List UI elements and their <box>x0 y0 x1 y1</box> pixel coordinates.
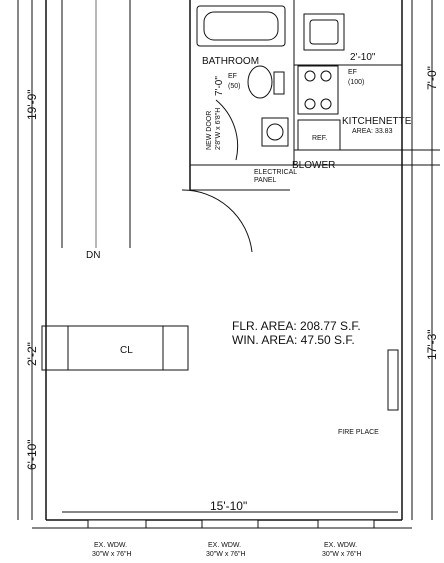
window-1-line2: 30"W x 76"H <box>92 551 132 558</box>
window-3-line2: 30"W x 76"H <box>322 551 362 558</box>
dim-bottom-width: 15'-10" <box>210 499 247 513</box>
dim-right-bottom: 17'-3" <box>425 329 439 360</box>
stair-dn-label: DN <box>86 250 100 261</box>
window-3-line1: EX. WDW. <box>324 542 357 549</box>
new-door-size: 2'8"W x 6'8"H <box>215 108 222 150</box>
closet-label: CL <box>120 345 133 356</box>
kitchen-width-dim: 2'-10" <box>350 52 376 63</box>
lavatory <box>261 117 289 147</box>
kitchenette-label: KITCHENETTE <box>342 116 412 127</box>
bathroom-label: BATHROOM <box>202 56 259 67</box>
ef-bath-val: (50) <box>228 83 240 90</box>
ref-label: REF. <box>312 135 327 142</box>
window-2 <box>201 519 259 529</box>
fire-place-label: FIRE PLACE <box>338 429 379 436</box>
stair <box>61 0 131 248</box>
closet <box>41 325 189 371</box>
window-2-line1: EX. WDW. <box>208 542 241 549</box>
window-3 <box>317 519 375 529</box>
dim-right-top: 7'-0" <box>425 66 439 90</box>
dim-left-mid: 2'-2" <box>25 342 39 366</box>
window-2-line2: 30"W x 76"H <box>206 551 246 558</box>
window-1 <box>87 519 147 529</box>
refrigerator <box>297 119 341 151</box>
door-swing-2 <box>181 189 253 253</box>
electrical-label: ELECTRICAL <box>254 169 297 176</box>
new-door-label: NEW DOOR <box>206 111 213 150</box>
kitchen-sink <box>303 13 345 51</box>
floor-area: FLR. AREA: 208.77 S.F. <box>232 319 361 333</box>
ef-kitchen: EF <box>348 69 357 76</box>
bath-height-dim: 7'-0" <box>214 76 225 96</box>
toilet <box>247 65 273 99</box>
panel-label: PANEL <box>254 177 277 184</box>
door-swing <box>215 99 239 161</box>
kitchenette-area: AREA: 33.83 <box>352 128 393 135</box>
bathtub <box>196 5 286 47</box>
dim-left-bottom: 6'-10" <box>25 439 39 470</box>
dim-left-total: 19'-9" <box>25 89 39 120</box>
ef-kitchen-val: (100) <box>348 79 364 86</box>
stove <box>297 65 339 115</box>
window-1-line1: EX. WDW. <box>94 542 127 549</box>
fire-place <box>387 349 399 411</box>
ef-bath: EF <box>228 73 237 80</box>
blower-label: BLOWER <box>292 160 335 171</box>
window-area: WIN. AREA: 47.50 S.F. <box>232 333 355 347</box>
